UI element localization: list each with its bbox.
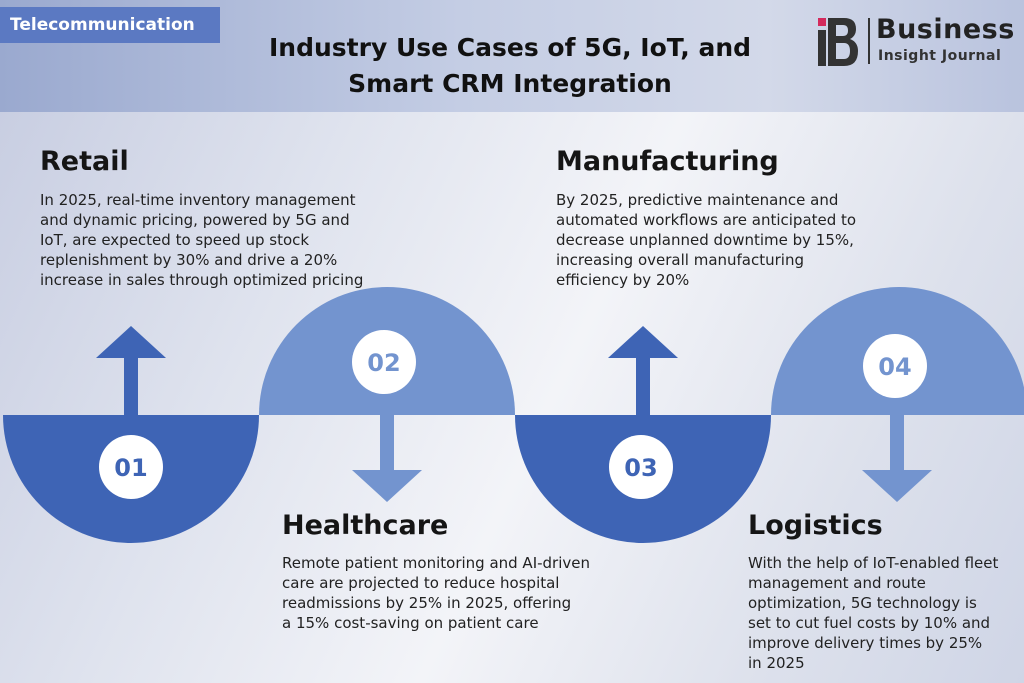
arrow-up-icon: [608, 326, 678, 416]
text-line: IoT, are expected to speed up stock: [40, 231, 310, 249]
retail-title: Retail: [40, 146, 129, 177]
arrow-down-icon: [352, 414, 422, 502]
logo-business: Business: [876, 14, 1015, 45]
text-line: increasing overall manufacturing: [556, 251, 804, 269]
text-line: care are projected to reduce hospital: [282, 574, 560, 592]
logo-mark-icon: [818, 18, 858, 66]
badge-04: [863, 334, 927, 398]
healthcare-description: Remote patient monitoring and AI-driven …: [282, 553, 622, 633]
arrow-down-icon: [862, 414, 932, 502]
badge-02: [352, 330, 416, 394]
step-number-01: 01: [114, 454, 147, 482]
logistics-description: With the help of IoT-enabled fleet manag…: [748, 553, 1016, 673]
logo-subtitle: Insight Journal: [878, 48, 1002, 64]
step-number-02: 02: [367, 349, 400, 377]
text-line: By 2025, predictive maintenance and: [556, 191, 839, 209]
brand-logo[interactable]: Business Insight Journal: [818, 14, 1014, 68]
text-line: set to cut fuel costs by 10% and: [748, 614, 991, 632]
text-line: optimization, 5G technology is: [748, 594, 977, 612]
healthcare-title: Healthcare: [282, 510, 449, 541]
text-line: In 2025, real-time inventory management: [40, 191, 356, 209]
text-line: and dynamic pricing, powered by 5G and: [40, 211, 350, 229]
category-tag[interactable]: Telecommunication: [0, 7, 220, 43]
logistics-title: Logistics: [748, 510, 883, 541]
badge-03: [609, 435, 673, 499]
page-title: Industry Use Cases of 5G, IoT, and Smart…: [220, 30, 800, 102]
step-number-03: 03: [624, 454, 657, 482]
step-number-04: 04: [878, 353, 911, 381]
text-line: automated workflows are anticipated to: [556, 211, 857, 229]
text-line: improve delivery times by 25%: [748, 634, 983, 652]
title-line-2: Smart CRM Integration: [348, 69, 672, 98]
retail-description: In 2025, real-time inventory management …: [40, 190, 400, 290]
text-line: replenishment by 30% and drive a 20%: [40, 251, 338, 269]
badge-01: [99, 435, 163, 499]
text-line: efficiency by 20%: [556, 271, 690, 289]
text-line: With the help of IoT-enabled fleet: [748, 554, 999, 572]
manufacturing-description: By 2025, predictive maintenance and auto…: [556, 190, 896, 290]
logo-divider: [868, 18, 870, 64]
text-line: readmissions by 25% in 2025, offering: [282, 594, 572, 612]
text-line: Remote patient monitoring and AI-driven: [282, 554, 590, 572]
text-line: increase in sales through optimized pric…: [40, 271, 364, 289]
arrow-up-icon: [96, 326, 166, 416]
text-line: management and route: [748, 574, 926, 592]
text-line: in 2025: [748, 654, 805, 672]
title-line-1: Industry Use Cases of 5G, IoT, and: [268, 33, 752, 62]
text-line: a 15% cost-saving on patient care: [282, 614, 539, 632]
text-line: decrease unplanned downtime by 15%,: [556, 231, 854, 249]
manufacturing-title: Manufacturing: [556, 146, 779, 177]
